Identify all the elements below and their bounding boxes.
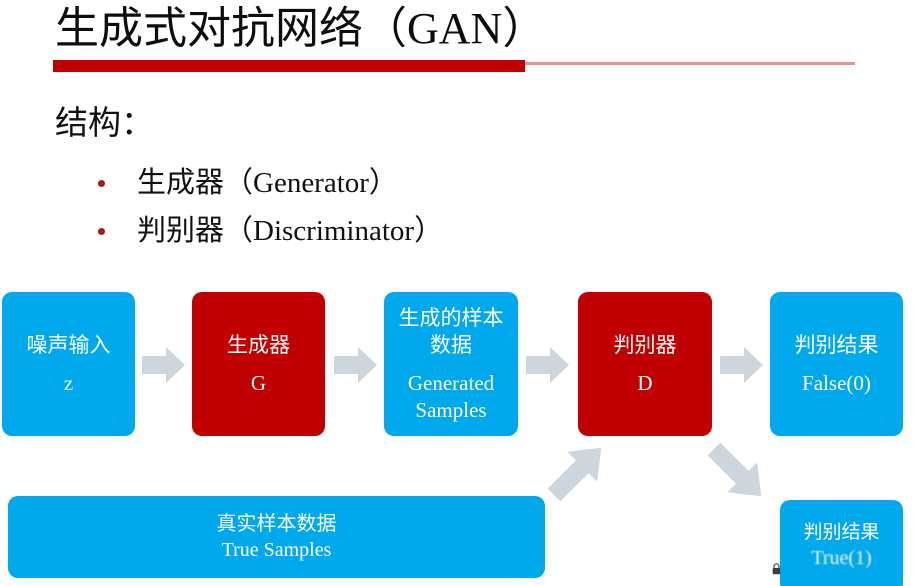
diagram-node-discriminator: 判别器 D [578,292,712,436]
list-item-label: 判别器（Discriminator） [137,215,444,247]
arrow-right-icon [334,345,378,385]
bullet-dot-icon [98,227,105,235]
node-label-en: False(0) [802,370,871,395]
diagram-node-generator: 生成器 G [192,292,325,436]
node-label-cn: 判别结果 [794,332,879,357]
arrow-right-icon [142,345,186,385]
node-label-cn: 判别结果 [803,521,880,543]
lock-icon [772,562,781,575]
node-label-cn: 真实样本数据 [216,513,337,535]
list-item-label: 生成器（Generator） [137,167,398,199]
list-item: 判别器（Discriminator） [98,211,443,251]
node-label-en-line2: Samples [415,397,487,422]
node-label-cn: 判别器 [613,332,677,357]
node-label-en: z [63,370,74,395]
node-label-en: D [637,370,653,395]
list-item: 生成器（Generator） [98,163,398,203]
node-label-cn-line2: 数据 [430,332,472,357]
arrow-up-right-icon [540,440,616,502]
arrow-right-icon [526,345,570,385]
arrow-down-right-icon [700,442,776,504]
node-label-en: Generated [407,370,495,395]
bullet-dot-icon [98,179,105,187]
node-label-en: True(1) [811,546,872,569]
node-label-en: True Samples [221,539,332,561]
arrow-right-icon [720,345,764,385]
node-label-cn: 噪声输入 [26,332,111,357]
diagram-node-generated-samples: 生成的样本 数据 Generated Samples [384,292,518,436]
diagram-node-true-samples: 真实样本数据 True Samples [8,496,545,578]
node-label-cn: 生成的样本 [398,305,504,330]
title-rule [53,60,525,72]
node-label-cn: 生成器 [227,332,290,357]
section-heading: 结构： [55,106,154,142]
node-label-en: G [250,370,267,395]
page-title: 生成式对抗网络（GAN） [55,4,547,53]
diagram-node-false-result: 判别结果 False(0) [770,292,903,436]
diagram-node-true-result: 判别结果 True(1) [780,500,903,586]
diagram-node-noise-input: 噪声输入 z [2,292,135,436]
